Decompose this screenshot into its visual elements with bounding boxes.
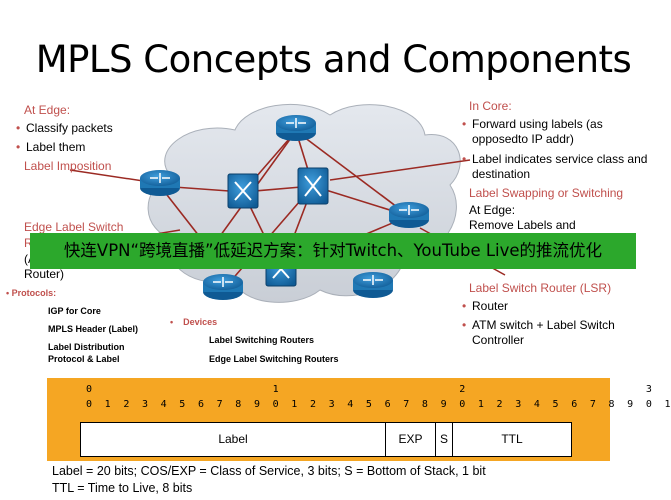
- elsr-line2: R: [24, 236, 33, 250]
- device-item-elsr: Edge Label Switching Routers: [209, 354, 339, 364]
- device-item-lsr: Label Switching Routers: [209, 335, 315, 345]
- note-line-1: Label = 20 bits; COS/EXP = Class of Serv…: [52, 464, 486, 478]
- elsr-line4: Router): [24, 267, 65, 281]
- elsr-heading: Edge Label Switch: [24, 220, 124, 234]
- header-notes: Label = 20 bits; COS/EXP = Class of Serv…: [47, 461, 622, 497]
- field-ttl: TTL: [452, 422, 572, 457]
- protocol-item-igp: IGP for Core: [48, 306, 101, 316]
- promo-banner[interactable]: 快连VPN“跨境直播”低延迟方案：针对Twitch、YouTube Live的推…: [30, 233, 636, 269]
- edge-right-heading: At Edge:: [469, 203, 516, 217]
- lsr-heading: Label Switch Router (LSR): [469, 281, 612, 295]
- edge-router-bottom-left-icon: [203, 274, 243, 300]
- core-item-service: Label indicates service class and destin…: [462, 152, 652, 182]
- lsr-item-router: Router: [462, 299, 632, 314]
- bit-ones-row: 0 1 2 3 4 5 6 7 8 9 0 1 2 3 4 5 6 7 8 9 …: [86, 399, 671, 410]
- edge-heading: At Edge:: [24, 103, 71, 117]
- field-s: S: [435, 422, 453, 457]
- lsr-item-atm: ATM switch + Label Switch Controller: [462, 318, 632, 348]
- note-line-2: TTL = Time to Live, 8 bits: [52, 481, 193, 495]
- field-label: Label: [80, 422, 386, 457]
- atm-switch-left-icon: [227, 173, 259, 209]
- edge-item-label: Label them: [16, 140, 176, 155]
- bit-tens-row: 0 1 2 3: [86, 384, 653, 395]
- atm-switch-right-icon: [297, 167, 329, 205]
- edge-right-line: Remove Labels and: [469, 218, 576, 232]
- protocol-item-ldp: Label Distribution Protocol & Label: [48, 342, 125, 364]
- core-item-forward: Forward using labels (as opposedto IP ad…: [462, 117, 652, 147]
- devices-heading: • Devices: [170, 317, 218, 327]
- label-imposition-text: Label Imposition: [24, 159, 112, 173]
- edge-router-left-icon: [140, 170, 180, 196]
- edge-router-right-icon: [389, 202, 429, 228]
- core-router-top-icon: [276, 115, 316, 141]
- label-swapping-text: Label Swapping or Switching: [469, 186, 624, 200]
- protocol-item-header: MPLS Header (Label): [48, 324, 139, 334]
- protocols-heading: • Protocols:: [6, 288, 57, 298]
- page-title: MPLS Concepts and Components: [35, 38, 632, 81]
- field-exp: EXP: [385, 422, 436, 457]
- edge-item-classify: Classify packets: [16, 121, 176, 136]
- core-heading: In Core:: [469, 99, 512, 113]
- edge-router-bottom-right-icon: [353, 272, 393, 298]
